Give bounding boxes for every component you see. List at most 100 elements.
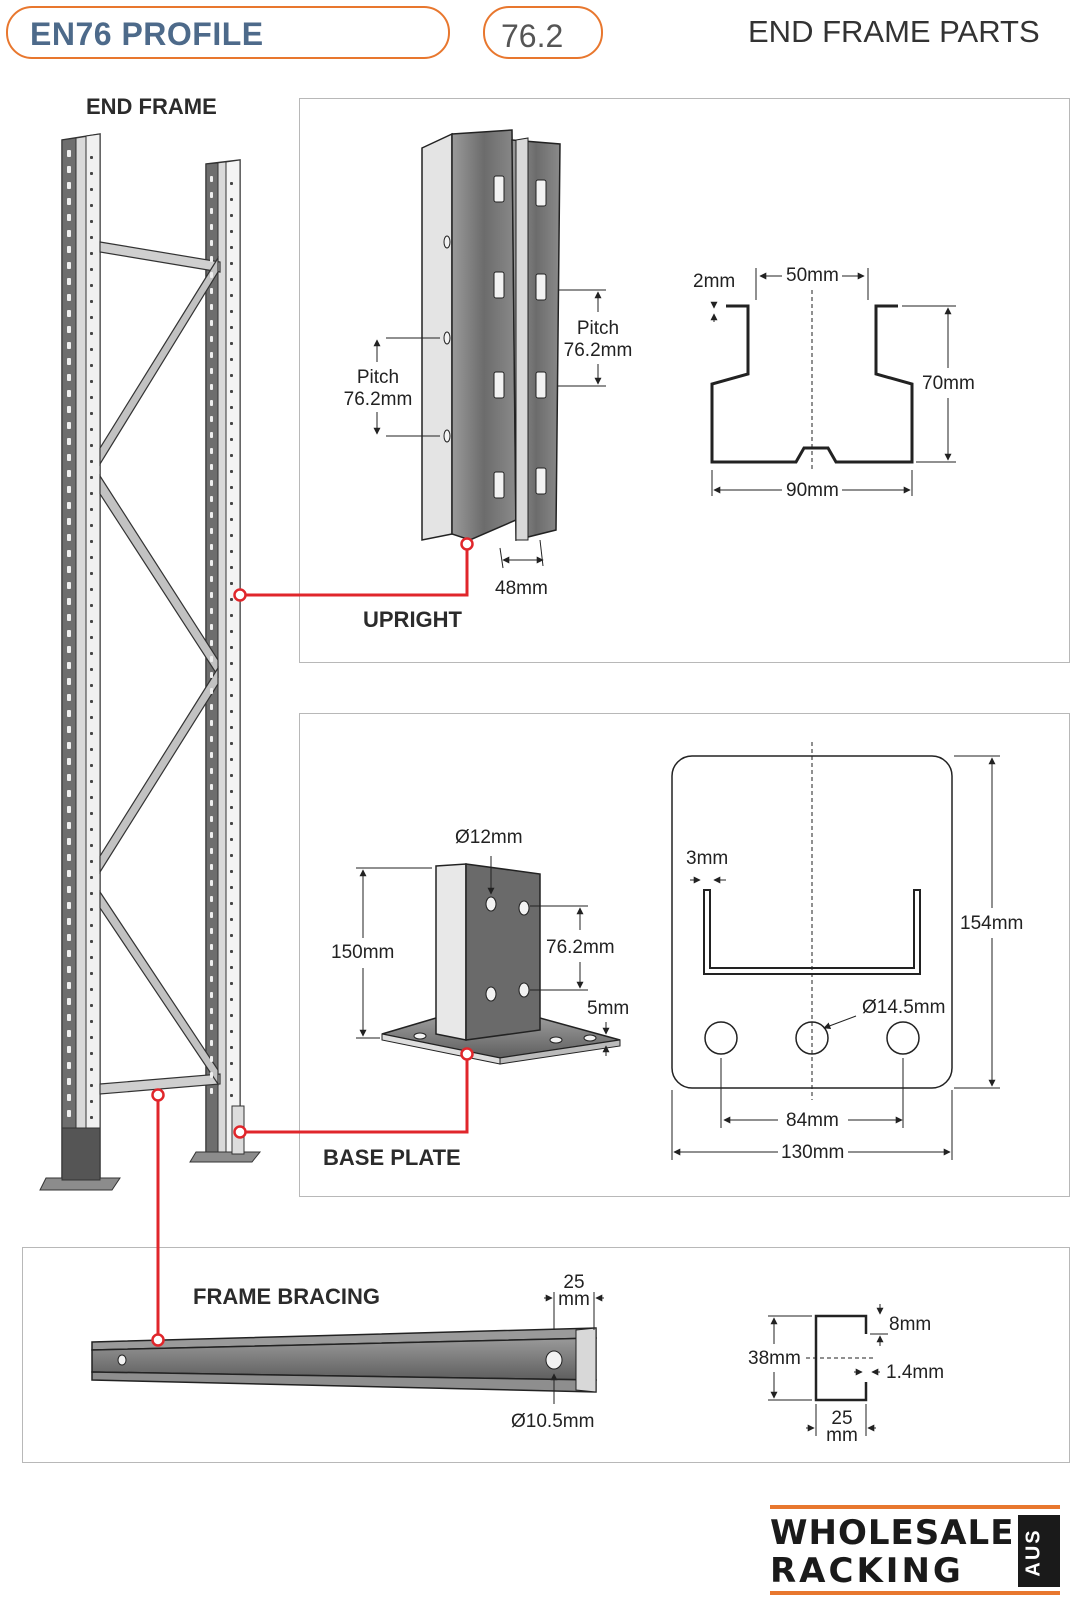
upright-hole bbox=[230, 534, 233, 537]
upright-hole bbox=[90, 476, 93, 479]
upright-hole bbox=[90, 444, 93, 447]
pitch-left-label: Pitch 76.2mm bbox=[343, 367, 413, 410]
callout-dot-bracing-part bbox=[151, 1333, 165, 1347]
plan-hole-spacing-dim: 84mm bbox=[786, 1110, 839, 1131]
upright-hole bbox=[67, 822, 71, 829]
upright-hole bbox=[67, 310, 71, 317]
upright-hole bbox=[230, 198, 233, 201]
upright-hole bbox=[67, 950, 71, 957]
upright-hole bbox=[230, 454, 233, 457]
upright-hole bbox=[67, 854, 71, 861]
profile-top-gap-dim: 50mm bbox=[786, 265, 839, 286]
upright-hole bbox=[210, 944, 213, 950]
callout-dot-bracing-frame bbox=[151, 1088, 165, 1102]
upright-hole bbox=[67, 390, 71, 397]
upright-hole bbox=[67, 150, 71, 157]
upright-hole bbox=[230, 870, 233, 873]
upright-hole bbox=[230, 918, 233, 921]
bracing-hole-dia-dim: Ø10.5mm bbox=[511, 1411, 595, 1432]
logo-line-2: RACKING bbox=[770, 1551, 964, 1591]
upright-hole bbox=[90, 1052, 93, 1055]
upright-hole bbox=[67, 422, 71, 429]
upright-hole bbox=[67, 470, 71, 477]
upright-hole bbox=[210, 720, 213, 726]
upright-hole bbox=[90, 412, 93, 415]
upright-hole bbox=[230, 950, 233, 953]
upright-hole bbox=[90, 636, 93, 639]
upright-width-dim: 48mm bbox=[495, 578, 548, 599]
upright-hole bbox=[67, 1110, 71, 1117]
upright-hole bbox=[90, 860, 93, 863]
upright-hole bbox=[230, 710, 233, 713]
upright-hole bbox=[90, 1020, 93, 1023]
upright-hole bbox=[210, 544, 213, 550]
frame-bracing-label: FRAME BRACING bbox=[193, 1284, 380, 1309]
upright-hole bbox=[67, 1046, 71, 1053]
upright-hole bbox=[230, 742, 233, 745]
logo-country: AUS bbox=[1022, 1528, 1045, 1577]
upright-hole bbox=[90, 556, 93, 559]
upright-hole bbox=[230, 262, 233, 265]
base-plate-plan-drawing bbox=[671, 742, 953, 1100]
base-hole-pitch-dim: 76.2mm bbox=[546, 937, 615, 958]
upright-hole bbox=[67, 774, 71, 781]
upright-hole bbox=[210, 688, 213, 694]
upright-hole bbox=[230, 294, 233, 297]
upright-hole bbox=[90, 380, 93, 383]
upright-hole bbox=[67, 582, 71, 589]
upright-hole bbox=[67, 502, 71, 509]
upright-hole bbox=[67, 342, 71, 349]
profile-height-dim: 70mm bbox=[922, 373, 975, 394]
upright-hole bbox=[67, 374, 71, 381]
upright-hole bbox=[210, 816, 213, 822]
upright-hole bbox=[67, 294, 71, 301]
upright-hole bbox=[210, 848, 213, 854]
upright-hole bbox=[90, 812, 93, 815]
section-title: END FRAME PARTS bbox=[748, 14, 1040, 49]
upright-hole bbox=[230, 326, 233, 329]
upright-hole bbox=[90, 220, 93, 223]
upright-hole bbox=[90, 668, 93, 671]
upright-hole bbox=[230, 902, 233, 905]
upright-hole bbox=[67, 694, 71, 701]
upright-hole bbox=[230, 886, 233, 889]
upright-hole bbox=[210, 960, 213, 966]
logo-country-box: AUS bbox=[1018, 1515, 1060, 1587]
upright-hole bbox=[90, 988, 93, 991]
upright-hole bbox=[67, 918, 71, 925]
upright-hole bbox=[90, 796, 93, 799]
bracing-flange-width-dim: 25 mm bbox=[558, 1272, 590, 1310]
upright-hole bbox=[90, 508, 93, 511]
upright-hole bbox=[67, 230, 71, 237]
upright-hole bbox=[230, 822, 233, 825]
upright-hole bbox=[67, 646, 71, 653]
upright-hole bbox=[67, 486, 71, 493]
upright-hole bbox=[90, 572, 93, 575]
upright-hole bbox=[230, 502, 233, 505]
upright-hole bbox=[90, 332, 93, 335]
plan-height-dim: 154mm bbox=[960, 913, 1024, 934]
upright-hole bbox=[230, 838, 233, 841]
upright-hole bbox=[90, 540, 93, 543]
callout-dot-upright-frame bbox=[233, 588, 247, 602]
base-plate-panel bbox=[299, 713, 1070, 1197]
upright-hole bbox=[210, 928, 213, 934]
upright-hole bbox=[90, 748, 93, 751]
upright-hole bbox=[67, 886, 71, 893]
upright-hole bbox=[90, 828, 93, 831]
upright-hole bbox=[67, 614, 71, 621]
upright-hole bbox=[230, 310, 233, 313]
upright-hole bbox=[210, 336, 213, 342]
upright-hole bbox=[90, 1068, 93, 1071]
upright-hole bbox=[210, 1072, 213, 1078]
upright-hole bbox=[210, 480, 213, 486]
upright-hole bbox=[90, 460, 93, 463]
profile-code: 76.2 bbox=[501, 18, 564, 54]
upright-hole bbox=[210, 496, 213, 502]
upright-hole bbox=[210, 1056, 213, 1062]
upright-hole bbox=[67, 438, 71, 445]
upright-hole bbox=[67, 806, 71, 813]
upright-hole bbox=[230, 630, 233, 633]
upright-hole bbox=[67, 534, 71, 541]
upright-hole bbox=[67, 966, 71, 973]
